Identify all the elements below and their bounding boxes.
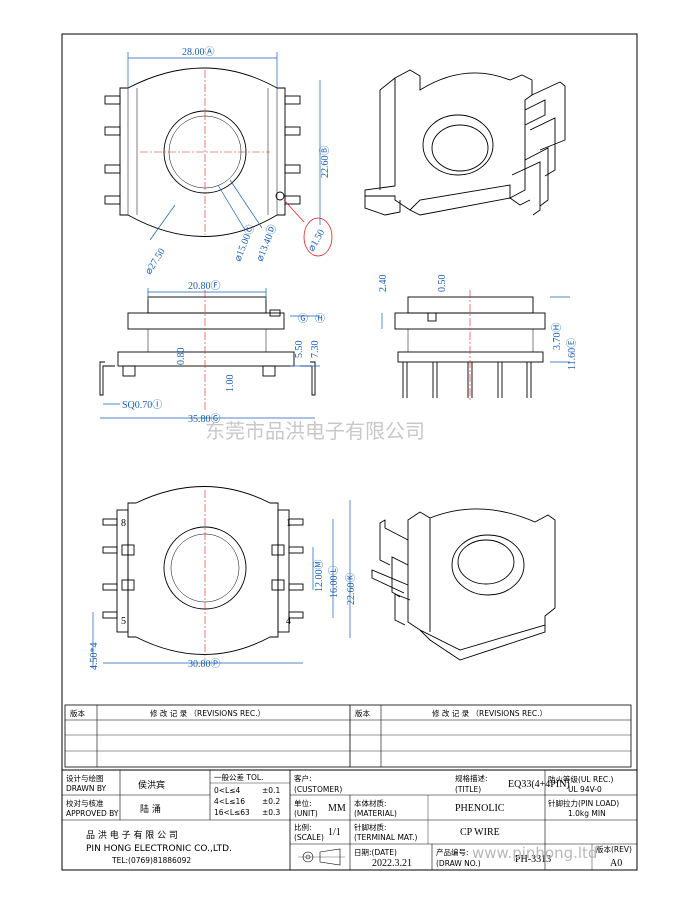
- tol-label: 一般公差 TOL.: [214, 772, 263, 782]
- dim-730: 7.30: [310, 341, 321, 359]
- drawno-en: (DRAW NO.): [436, 859, 481, 868]
- dim-550: 5.50: [294, 341, 305, 359]
- company-tel: TEL:(0769)81886092: [111, 856, 191, 865]
- terminal-label: 针脚材质:: [354, 822, 387, 832]
- hole-callout-ring: [303, 217, 333, 257]
- terminal-value: CP WIRE: [460, 827, 500, 838]
- pin-4-label: 4: [286, 616, 291, 627]
- drawn-by-en: DRAWN BY: [66, 784, 107, 793]
- hole-dia-dim: ⌀1.50: [306, 228, 327, 254]
- outer-dia-dim: ⌀27.50: [143, 247, 167, 277]
- top-width-dim: 28.00Ⓐ: [182, 46, 215, 58]
- date-label: 日期:(DATE): [354, 848, 397, 857]
- rev-value: A0: [610, 858, 622, 869]
- company-cn: 品 洪 电 子 有 限 公 司: [86, 829, 178, 841]
- dim-1600: 16.00Ⓛ: [328, 566, 340, 599]
- front-view: 20.80Ⓕ 35.80Ⓖ SQ0.70Ⓘ 0.80 1.00 5.50 7.3…: [99, 280, 325, 425]
- material-value: PHENOLIC: [455, 803, 505, 814]
- bottom-width-dim: 30.80Ⓟ: [188, 658, 221, 670]
- drawn-by-value: 侯洪宾: [138, 779, 165, 791]
- label-g: Ⓖ: [298, 313, 308, 325]
- scale-en: (SCALE): [294, 833, 324, 842]
- title-value: EQ33(4+4PIN): [508, 779, 570, 790]
- bore-dia-dim: ⌀15.00Ⓒ: [232, 223, 258, 263]
- iso-view-bottom: [371, 508, 556, 661]
- dim-1200: 12.00Ⓜ: [313, 560, 325, 593]
- title-block: 设计与绘图 DRAWN BY 侯洪宾 校对与核准 APPROVED BY 陆 涌…: [61, 769, 638, 871]
- side-dim-240: 2.40: [378, 275, 389, 293]
- pin-8-label: 8: [121, 518, 126, 529]
- overall-width-dim: 35.80Ⓖ: [188, 413, 221, 425]
- customer-en: (CUSTOMER): [294, 785, 342, 794]
- flange-width-dim: 20.80Ⓕ: [188, 280, 221, 292]
- drawno-value: PH-3313: [515, 854, 551, 865]
- pin-5-label: 5: [121, 616, 126, 627]
- rev-col-records-right: 修 改 记 录 （REVISIONS REC.）: [432, 708, 547, 718]
- date-value: 2022.3.21: [372, 858, 412, 869]
- side-dim-370: 3.70Ⓗ: [551, 323, 563, 351]
- tol-1-range: 0<L≤4: [214, 786, 241, 795]
- title-label: 规格描述:: [455, 773, 488, 783]
- approved-en: APPROVED BY: [66, 809, 119, 818]
- pin-1-label: 1: [286, 518, 291, 529]
- tol-2-val: ±0.2: [262, 797, 280, 806]
- bottom-view: 8 1 5 4 30.80Ⓟ 12.00Ⓜ 16.00Ⓛ 22.60Ⓚ 4.50…: [89, 486, 357, 671]
- sheet-border: [61, 33, 638, 871]
- terminal-en: (TERMINAL MAT.): [354, 833, 418, 842]
- rev-col-version-right: 版本: [355, 708, 370, 718]
- tol-3-val: ±0.3: [262, 808, 280, 817]
- company-watermark: 东莞市品洪电子有限公司: [205, 419, 425, 443]
- rev-col-records-left: 修 改 记 录 （REVISIONS REC.）: [150, 708, 265, 718]
- website-watermark: www.pinhong.ltd: [472, 844, 597, 862]
- drawno-label: 产品编号:: [436, 847, 469, 857]
- approved-label: 校对与核准: [66, 798, 104, 808]
- pin-load-label: 针脚拉力(PIN LOAD): [548, 798, 619, 808]
- tol-1-val: ±0.1: [262, 786, 280, 795]
- ul-value: UL 94V-0: [568, 785, 602, 794]
- side-view: 2.40 0.50 3.70Ⓗ 11.60Ⓔ: [378, 275, 578, 400]
- top-height-dim: 22.60Ⓑ: [319, 146, 331, 179]
- side-dim-1160: 11.60Ⓔ: [566, 338, 578, 370]
- dim-100: 1.00: [225, 375, 236, 393]
- tol-2-range: 4<L≤16: [214, 797, 245, 806]
- unit-value: MM: [328, 803, 346, 814]
- pin-load-value: 1.0kg MIN: [568, 809, 606, 818]
- pin-size-dim: SQ0.70Ⓘ: [122, 399, 162, 411]
- customer-label: 客户:: [294, 773, 312, 783]
- top-view: 28.00Ⓐ 22.60Ⓑ ⌀27.50 ⌀15.00Ⓒ ⌀13.40Ⓓ ⌀1.…: [104, 46, 333, 277]
- ul-label: 防火等级(UL REC.): [548, 774, 614, 784]
- revisions-table: 版本 修 改 记 录 （REVISIONS REC.） 版本 修 改 记 录 （…: [64, 704, 632, 768]
- label-h: Ⓗ: [315, 313, 325, 325]
- rev-col-version-left: 版本: [70, 708, 85, 718]
- rev-label: 版本(REV): [596, 844, 632, 854]
- material-en: (MATERIAL): [354, 809, 397, 818]
- scale-value: 1/1: [328, 827, 341, 838]
- tol-3-range: 16<L≤63: [214, 808, 250, 817]
- material-label: 本体材质:: [354, 798, 387, 808]
- drawn-by-label: 设计与绘图: [66, 773, 104, 783]
- inner-dia-dim: ⌀13.40Ⓓ: [254, 223, 280, 263]
- unit-label: 单位:: [294, 798, 312, 808]
- company-en: PIN HONG ELECTRONIC CO.,LTD.: [86, 844, 232, 854]
- scale-label: 比例:: [294, 822, 312, 832]
- dim-080: 0.80: [176, 348, 187, 366]
- unit-en: (UNIT): [294, 809, 318, 818]
- title-en: (TITLE): [455, 785, 481, 794]
- pitch-dim: 4.50*4: [89, 643, 100, 671]
- projection-symbol: [298, 848, 345, 866]
- side-dim-050: 0.50: [437, 275, 448, 293]
- iso-view-top: [364, 69, 566, 216]
- dim-2260: 22.60Ⓚ: [345, 573, 357, 606]
- approved-value: 陆 涌: [140, 803, 161, 815]
